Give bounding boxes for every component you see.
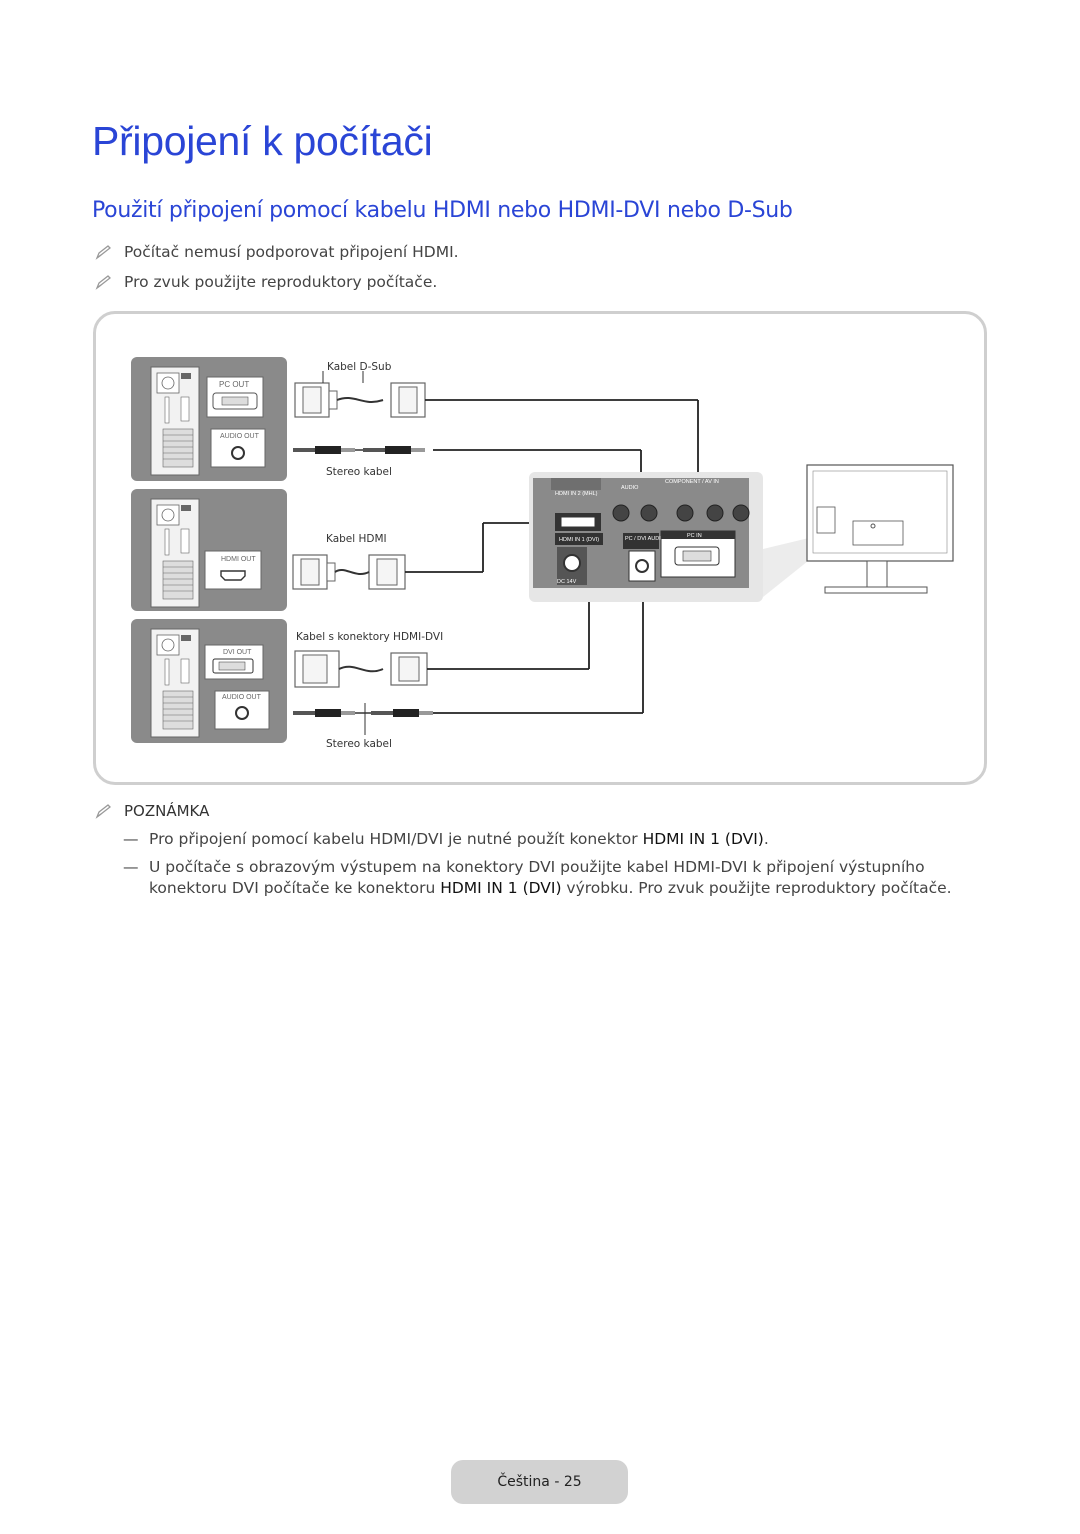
component-av-label: COMPONENT / AV IN — [665, 479, 719, 485]
note-item-text: Pro připojení pomocí kabelu HDMI/DVI je … — [149, 829, 993, 850]
dvi-out-label: DVI OUT — [223, 649, 252, 656]
hdmi-dvi-cable — [294, 549, 594, 688]
note-text-2: Pro zvuk použijte reproduktory počítače. — [124, 273, 438, 291]
pencil-note-icon — [95, 804, 111, 819]
note-item-1-strong: HDMI IN 1 (DVI) — [642, 830, 764, 848]
note-item-2-before: U počítače s obrazovým výstupem na konek… — [149, 858, 925, 897]
tv-back-view — [806, 464, 954, 594]
note-item-2-strong: HDMI IN 1 (DVI) — [440, 879, 562, 897]
dc-label: DC 14V — [557, 579, 577, 585]
cable-label-hdmi-dvi: Kabel s konektory HDMI-DVI — [296, 631, 443, 643]
pc-panel-dvi: DVI OUT AUDIO OUT — [131, 619, 287, 743]
connection-diagram: PC OUT AUDIO OUT HDMI OUT DVI OUT AUDIO … — [131, 357, 954, 750]
note-item-1: — Pro připojení pomocí kabelu HDMI/DVI j… — [123, 829, 993, 850]
page-title: Připojení k počítači — [92, 118, 433, 164]
note-line-2: Pro zvuk použijte reproduktory počítače. — [94, 273, 437, 291]
cable-label-hdmi: Kabel HDMI — [326, 533, 387, 545]
cable-label-stereo-top: Stereo kabel — [326, 466, 392, 478]
note-item-1-before: Pro připojení pomocí kabelu HDMI/DVI je … — [149, 830, 643, 848]
note-item-1-after: . — [763, 830, 769, 848]
stereo-cable-bottom — [293, 589, 648, 735]
dash-bullet: — — [123, 858, 139, 876]
section-subtitle: Použití připojení pomocí kabelu HDMI neb… — [92, 198, 793, 223]
hdmi-in-1-label: HDMI IN 1 (DVI) — [559, 537, 599, 543]
dash-bullet: — — [123, 830, 139, 848]
note-text-1: Počítač nemusí podporovat připojení HDMI… — [124, 243, 459, 261]
hdmi-in-2-label: HDMI IN 2 (MHL) — [555, 491, 598, 497]
note-section-heading: POZNÁMKA — [94, 802, 209, 820]
hdmi-cable — [292, 518, 547, 590]
audio-out-label-1: AUDIO OUT — [220, 433, 260, 440]
pc-panel-hdmi: HDMI OUT — [131, 489, 287, 611]
pc-dvi-audio-in-label: PC / DVI AUDIO IN — [625, 536, 672, 542]
pencil-note-icon — [95, 245, 111, 260]
note-line-1: Počítač nemusí podporovat připojení HDMI… — [94, 243, 459, 261]
pc-panel-dsub: PC OUT AUDIO OUT — [131, 357, 287, 481]
audio-out-label-2: AUDIO OUT — [222, 694, 262, 701]
note-heading-text: POZNÁMKA — [124, 802, 210, 820]
pc-in-label: PC IN — [687, 533, 702, 539]
note-item-2: — U počítače s obrazovým výstupem na kon… — [123, 857, 993, 899]
audio-label: AUDIO — [621, 485, 639, 491]
note-item-2-after: výrobku. Pro zvuk použijte reproduktory … — [561, 879, 952, 897]
hdmi-out-label: HDMI OUT — [221, 556, 256, 563]
dsub-cable — [294, 371, 703, 525]
tv-rear-panel: HDMI IN 2 (MHL) AUDIO COMPONENT / AV IN … — [529, 472, 813, 602]
cable-label-dsub: Kabel D-Sub — [327, 361, 392, 373]
page-number-badge: Čeština - 25 — [451, 1460, 628, 1504]
pc-out-label: PC OUT — [219, 380, 249, 389]
pencil-note-icon — [95, 275, 111, 290]
note-item-text: U počítače s obrazovým výstupem na konek… — [149, 857, 993, 899]
cable-label-stereo-bottom: Stereo kabel — [326, 738, 392, 750]
